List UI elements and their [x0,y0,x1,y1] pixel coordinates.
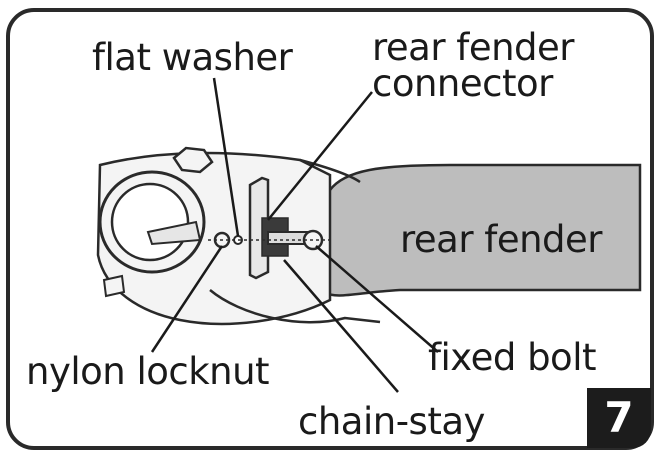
chain-stay-lower-edge [209,289,381,324]
leader-nylon-locknut [150,245,224,353]
leader-flat-washer [212,77,240,237]
top-hex-nut [172,146,214,174]
step-number-badge: 7 [587,388,651,448]
label-fixed-bolt: fixed bolt [428,336,597,379]
axle-tube-inner [110,182,190,262]
label-flat-washer: flat washer [92,36,293,79]
leader-chain-stay [283,259,399,393]
label-chain-stay: chain-stay [298,400,485,443]
axle-tab [146,220,202,246]
chain-stay-upper-edge [299,158,361,184]
lower-tab [102,274,126,298]
label-rear-fender: rear fender [400,218,603,261]
label-rear-fender-connector-line1: rear fender [372,26,575,69]
leader-fixed-bolt [315,245,439,353]
leader-rear-fender-connector [267,91,373,221]
label-rear-fender-connector-line2: connector [372,62,553,105]
label-nylon-locknut: nylon locknut [26,350,270,393]
